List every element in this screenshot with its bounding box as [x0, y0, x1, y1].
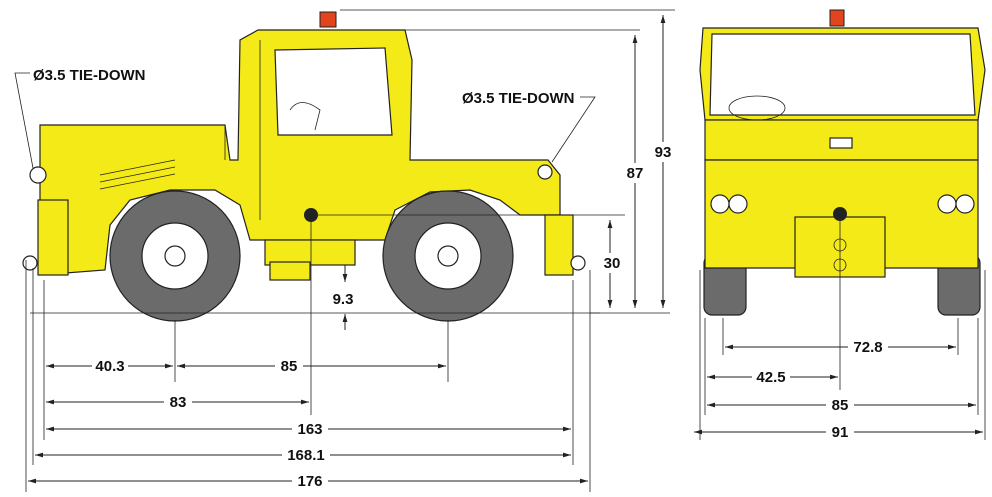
- front-beacon: [829, 9, 845, 27]
- dim-93: 93: [655, 144, 672, 161]
- tiedown-label-right: Ø3.5 TIE-DOWN: [462, 90, 575, 107]
- engine-vents: [99, 159, 176, 190]
- front-window: [709, 33, 976, 116]
- dim-40-3: 40.3: [95, 358, 124, 375]
- tie-down-right: [537, 164, 553, 180]
- front-view: 72.8 42.5 85 91: [694, 9, 986, 442]
- dim-83: 83: [170, 394, 187, 411]
- dim-42-5: 42.5: [756, 369, 785, 386]
- vehicle-body: [37, 29, 574, 276]
- dim-9-3: 9.3: [333, 291, 354, 308]
- front-cg-marker: [833, 207, 847, 221]
- dim-87: 87: [627, 165, 644, 182]
- center-of-gravity: [304, 208, 318, 222]
- steering-wheel: [289, 102, 321, 131]
- dim-163: 163: [297, 421, 322, 438]
- rear-wheel: [109, 190, 241, 322]
- side-view: 93 87 30 9.3 40.3 85 83 163 168.1 176 Ø3…: [14, 9, 678, 492]
- left-headlights: [710, 194, 748, 214]
- dim-85-side: 85: [281, 358, 298, 375]
- dim-176: 176: [297, 473, 322, 490]
- cab-window: [274, 47, 393, 136]
- dim-91: 91: [832, 424, 849, 441]
- right-headlights: [937, 194, 975, 214]
- dim-85-front: 85: [832, 397, 849, 414]
- beacon-light: [319, 11, 337, 28]
- dim-168-1: 168.1: [287, 447, 325, 464]
- dim-72-8: 72.8: [853, 339, 882, 356]
- front-wheel: [382, 190, 514, 322]
- tie-down-left: [29, 166, 47, 184]
- undercarriage: [264, 239, 356, 266]
- dim-30: 30: [604, 255, 621, 272]
- tiedown-label-left: Ø3.5 TIE-DOWN: [33, 67, 146, 84]
